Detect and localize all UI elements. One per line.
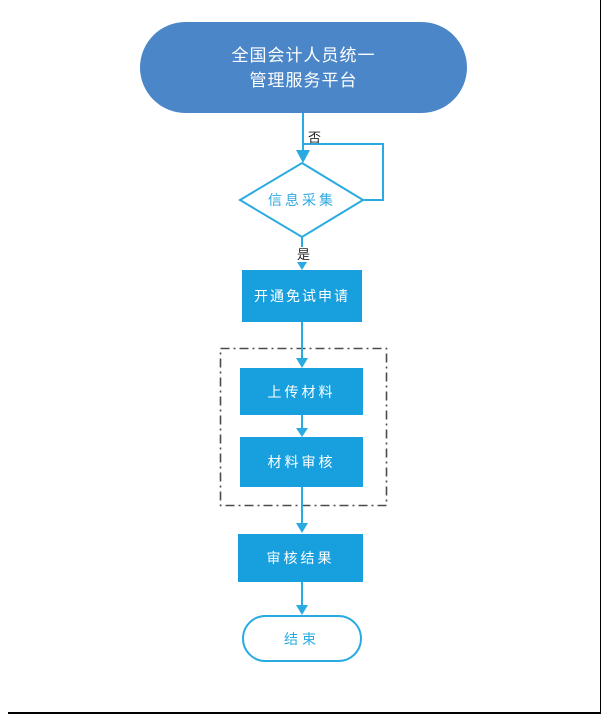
- edge-result-to-end: [296, 582, 308, 615]
- node-decision-label: 信息采集: [268, 192, 336, 208]
- node-material-review: 材料审核: [240, 437, 363, 487]
- start-label-line2: 管理服务平台: [249, 70, 358, 90]
- node-start-terminator: 全国会计人员统一 管理服务平台: [140, 22, 467, 113]
- start-label-line1: 全国会计人员统一: [231, 45, 376, 65]
- arrowhead-down-icon: [296, 428, 308, 437]
- edge-label-no: 否: [308, 130, 322, 145]
- page-border-bottom: [8, 712, 601, 714]
- node-review-result: 审核结果: [238, 534, 363, 582]
- edge-review-to-result: [296, 487, 308, 533]
- arrowhead-down-icon: [296, 358, 308, 368]
- edge-open-to-upload: [296, 322, 308, 368]
- arrowhead-down-icon: [296, 523, 308, 533]
- group-dashed-container: [219, 347, 388, 507]
- arrowhead-down-icon: [296, 605, 308, 615]
- edge-upload-to-review: [296, 415, 308, 437]
- arrowhead-down-icon: [297, 262, 307, 270]
- node-upload-materials: 上传材料: [240, 368, 363, 415]
- edge-decision-no-loop: [304, 143, 384, 201]
- page-border-right: [600, 0, 602, 714]
- edge-start-to-decision: [296, 113, 310, 163]
- node-open-application: 开通免试申请: [242, 270, 362, 322]
- arrowhead-down-icon: [296, 150, 310, 163]
- edge-label-yes: 是: [295, 247, 313, 262]
- node-end-terminator: 结束: [242, 615, 362, 662]
